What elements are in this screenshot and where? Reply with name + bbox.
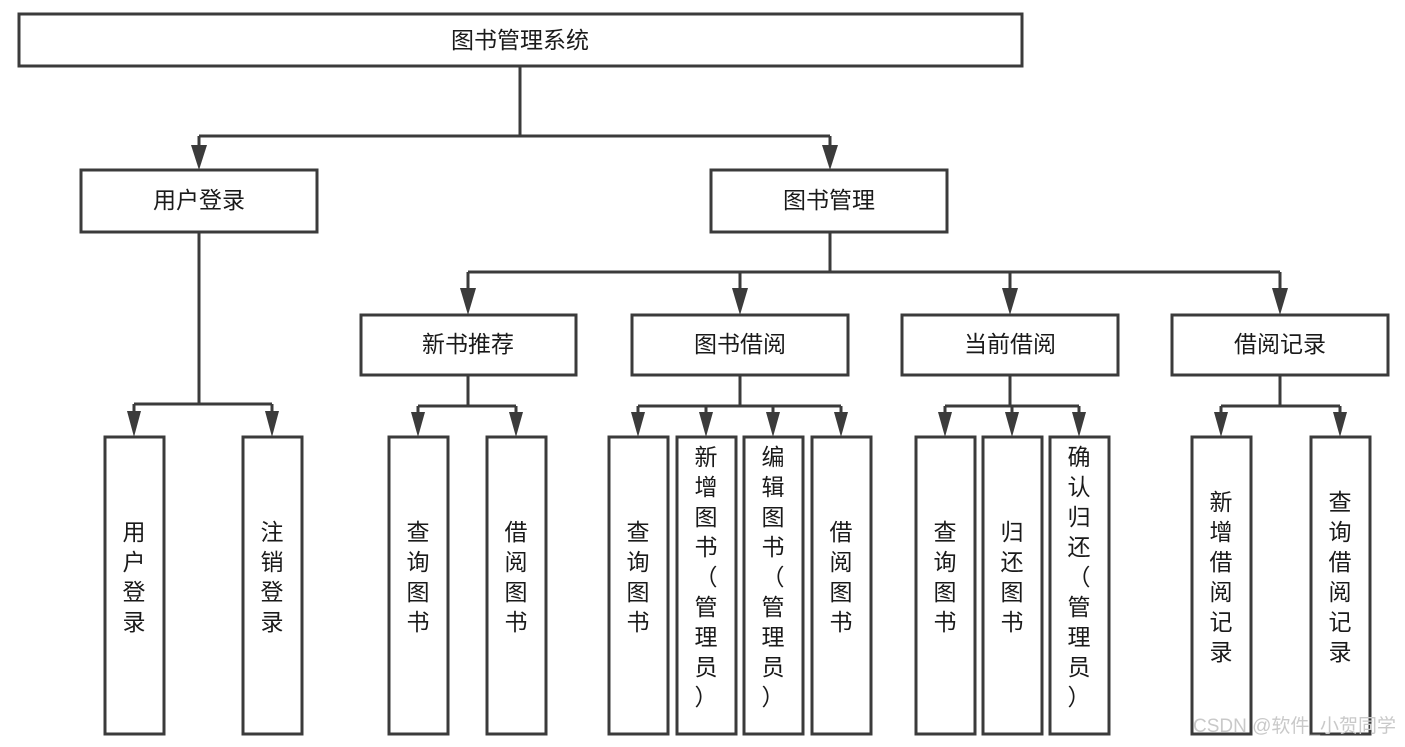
- node-book-manage-label: 图书管理: [783, 187, 875, 213]
- arrow-to-leaf-bb-borrow-icon: [834, 412, 848, 437]
- node-new-book-rec-label: 新书推荐: [422, 331, 514, 357]
- node-user-login[interactable]: 用户登录: [79, 168, 319, 234]
- node-leaf-bb-edit-box[interactable]: [742, 435, 805, 736]
- node-leaf-cb-confirm[interactable]: 确认归还（管理员）: [1048, 435, 1111, 736]
- node-leaf-br-query[interactable]: 查询借阅记录: [1309, 435, 1372, 736]
- arrow-to-leaf-br-add-icon: [1214, 412, 1228, 437]
- arrow-to-leaf-bb-edit-icon: [766, 412, 780, 437]
- node-new-book-rec-box[interactable]: [359, 313, 578, 377]
- arrow-to-book-manage-icon: [822, 145, 838, 170]
- node-leaf-user-login-box[interactable]: [103, 435, 166, 736]
- node-book-borrow[interactable]: 图书借阅: [630, 313, 850, 377]
- node-leaf-br-query-box[interactable]: [1309, 435, 1372, 736]
- node-leaf-rec-query[interactable]: 查询图书: [387, 435, 450, 736]
- node-leaf-cb-return-box[interactable]: [981, 435, 1044, 736]
- node-leaf-br-add[interactable]: 新增借阅记录: [1190, 435, 1253, 736]
- node-current-borrow-box[interactable]: [900, 313, 1120, 377]
- arrow-to-leaf-rec-query-icon: [411, 412, 425, 437]
- node-leaf-cb-query-label: 查询图书: [934, 519, 957, 635]
- node-leaf-bb-query-box[interactable]: [607, 435, 670, 736]
- node-leaf-br-add-box[interactable]: [1190, 435, 1253, 736]
- node-book-borrow-box[interactable]: [630, 313, 850, 377]
- arrow-to-leaf-bb-query-icon: [631, 412, 645, 437]
- arrow-to-leaf-cb-query-icon: [938, 412, 952, 437]
- arrow-to-leaf-cb-confirm-icon: [1072, 412, 1086, 437]
- node-borrow-record-box[interactable]: [1170, 313, 1390, 377]
- csdn-watermark: CSDN @软件_小贺同学: [1193, 715, 1396, 737]
- node-leaf-logout-label: 注销登录: [261, 519, 284, 635]
- node-leaf-rec-borrow-label: 借阅图书: [505, 519, 528, 635]
- node-leaf-cb-return-label: 归还图书: [1001, 519, 1024, 635]
- node-leaf-logout[interactable]: 注销登录: [241, 435, 304, 736]
- node-leaf-cb-query-box[interactable]: [914, 435, 977, 736]
- arrow-to-leaf-rec-borrow-icon: [509, 412, 523, 437]
- node-leaf-rec-query-box[interactable]: [387, 435, 450, 736]
- node-leaf-rec-query-label: 查询图书: [407, 519, 430, 635]
- node-book-manage-box[interactable]: [709, 168, 949, 234]
- node-leaf-bb-query[interactable]: 查询图书: [607, 435, 670, 736]
- node-leaf-rec-borrow-box[interactable]: [485, 435, 548, 736]
- arrow-to-leaf-user-login-icon: [127, 411, 141, 437]
- node-leaf-bb-borrow-label: 借阅图书: [830, 519, 853, 635]
- node-leaf-cb-query[interactable]: 查询图书: [914, 435, 977, 736]
- node-leaf-bb-edit[interactable]: 编辑图书（管理员）: [742, 435, 805, 736]
- node-leaf-cb-confirm-box[interactable]: [1048, 435, 1111, 736]
- connector-layer: [127, 66, 1347, 437]
- node-leaf-br-add-label: 新增借阅记录: [1210, 489, 1233, 665]
- node-book-manage[interactable]: 图书管理: [709, 168, 949, 234]
- node-leaf-user-login-label: 用户登录: [123, 519, 146, 635]
- node-book-borrow-label: 图书借阅: [694, 331, 786, 357]
- arrow-to-leaf-br-query-icon: [1333, 412, 1347, 437]
- node-leaf-bb-add-label: 新增图书（管理员）: [695, 444, 718, 710]
- node-leaf-cb-confirm-label: 确认归还（管理员）: [1068, 444, 1091, 710]
- node-root-box[interactable]: [17, 12, 1024, 68]
- arrow-to-leaf-logout-icon: [265, 411, 279, 437]
- node-leaf-bb-add[interactable]: 新增图书（管理员）: [675, 435, 738, 736]
- node-leaf-user-login[interactable]: 用户登录: [103, 435, 166, 736]
- arrow-to-leaf-bb-add-icon: [699, 412, 713, 437]
- node-borrow-record[interactable]: 借阅记录: [1170, 313, 1390, 377]
- node-leaf-rec-borrow[interactable]: 借阅图书: [485, 435, 548, 736]
- node-new-book-rec[interactable]: 新书推荐: [359, 313, 578, 377]
- node-root[interactable]: 图书管理系统: [17, 12, 1024, 68]
- node-leaf-bb-edit-label: 编辑图书（管理员）: [762, 444, 785, 710]
- node-leaf-bb-query-label: 查询图书: [627, 519, 650, 635]
- arrow-to-current-borrow-icon: [1002, 288, 1018, 315]
- arrow-to-book-borrow-icon: [732, 288, 748, 315]
- arrow-to-user-login-icon: [191, 145, 207, 170]
- node-leaf-br-query-label: 查询借阅记录: [1329, 489, 1352, 665]
- node-root-label: 图书管理系统: [451, 27, 589, 53]
- node-borrow-record-label: 借阅记录: [1234, 331, 1326, 357]
- arrow-to-leaf-cb-return-icon: [1005, 412, 1019, 437]
- node-leaf-cb-return[interactable]: 归还图书: [981, 435, 1044, 736]
- node-leaf-logout-box[interactable]: [241, 435, 304, 736]
- node-user-login-label: 用户登录: [153, 187, 245, 213]
- arrow-to-borrow-record-icon: [1272, 288, 1288, 315]
- node-leaf-bb-borrow-box[interactable]: [810, 435, 873, 736]
- node-leaf-bb-borrow[interactable]: 借阅图书: [810, 435, 873, 736]
- node-leaf-bb-add-box[interactable]: [675, 435, 738, 736]
- arrow-to-new-book-rec-icon: [460, 288, 476, 315]
- node-user-login-box[interactable]: [79, 168, 319, 234]
- node-current-borrow[interactable]: 当前借阅: [900, 313, 1120, 377]
- node-current-borrow-label: 当前借阅: [964, 331, 1056, 357]
